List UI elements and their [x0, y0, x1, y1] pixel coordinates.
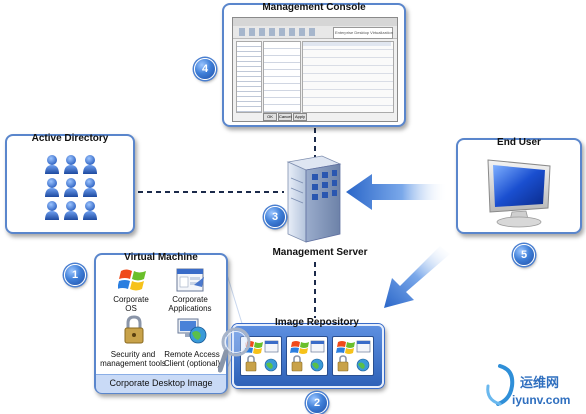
corporate-desktop-image-bar: Corporate Desktop Image	[96, 374, 226, 393]
console-screenshot-window: Enterprise Desktop Virtualization OK Can…	[232, 17, 398, 122]
arrow-to-repository	[384, 246, 450, 308]
arrow-enduser-to-server	[346, 174, 448, 210]
badge-1: 1	[64, 264, 86, 286]
repository-image-cell	[240, 336, 282, 376]
console-logo-box	[333, 27, 393, 39]
vm-item-label-remote: Remote Access Client (optional)	[163, 350, 221, 368]
active-directory-panel: Active Directory	[5, 133, 135, 234]
padlock-icon	[124, 315, 144, 344]
console-button-ok[interactable]: OK	[263, 113, 277, 121]
server-icon	[286, 155, 342, 243]
management-server-title: Management Server	[272, 247, 368, 258]
badge-3: 3	[264, 206, 286, 228]
console-tree-pane	[236, 41, 262, 113]
image-repository-panel	[232, 324, 384, 388]
active-directory-title: Active Directory	[31, 133, 109, 144]
badge-5: 5	[513, 244, 535, 266]
virtual-machine-title: Virtual Machine	[124, 252, 198, 263]
toolbar-icons	[239, 28, 319, 36]
monitor-icon	[487, 159, 551, 228]
console-detail-pane	[302, 41, 394, 113]
image-repository-title: Image Repository	[275, 317, 359, 328]
watermark-logo-icon	[486, 364, 515, 406]
repository-image-cell	[286, 336, 328, 376]
windows-logo-icon	[118, 269, 146, 291]
console-button-cancel[interactable]: Cancel	[278, 113, 292, 121]
virtual-machine-panel: Virtual Machine Corporate OS Corporate A…	[94, 252, 228, 394]
end-user-panel: End User	[456, 137, 582, 234]
management-console-title: Management Console	[262, 2, 366, 13]
repository-image-cell	[332, 336, 374, 376]
console-button-apply[interactable]: Apply	[293, 113, 307, 121]
corporate-desktop-image-label: Corporate Desktop Image	[109, 378, 213, 388]
badge-4: 4	[194, 58, 216, 80]
vm-item-label-apps: Corporate Applications	[168, 295, 212, 313]
vm-item-label-os: Corporate OS	[113, 295, 149, 313]
magnifier-icon	[218, 327, 251, 373]
watermark-cn: 运维网	[520, 375, 560, 390]
badge-2: 2	[306, 392, 328, 414]
watermark-url: iyunv.com	[512, 393, 571, 407]
globe-network-icon	[177, 318, 207, 344]
end-user-title: End User	[497, 137, 541, 148]
console-list-pane	[263, 41, 301, 113]
applications-icon	[176, 268, 204, 292]
management-console-panel: Management Console Enterprise Desktop Vi…	[222, 2, 406, 127]
vm-item-label-security: Security and management tools	[100, 350, 166, 368]
console-window-title: Enterprise Desktop Virtualization	[335, 30, 393, 35]
users-group-icon	[45, 155, 97, 220]
